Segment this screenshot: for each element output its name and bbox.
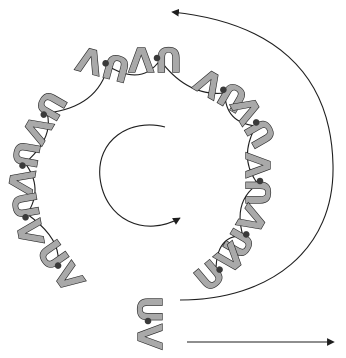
arc-unit: UV [128,40,182,79]
arc-unit: UV [3,189,51,249]
vee-glyph: V [239,152,278,178]
vee-glyph: V [130,324,169,350]
arc-unit: UV [239,152,278,206]
arc-unit: UV [72,38,134,90]
free-unit: UV [130,296,169,350]
inner-spiral-arrow [100,125,180,226]
